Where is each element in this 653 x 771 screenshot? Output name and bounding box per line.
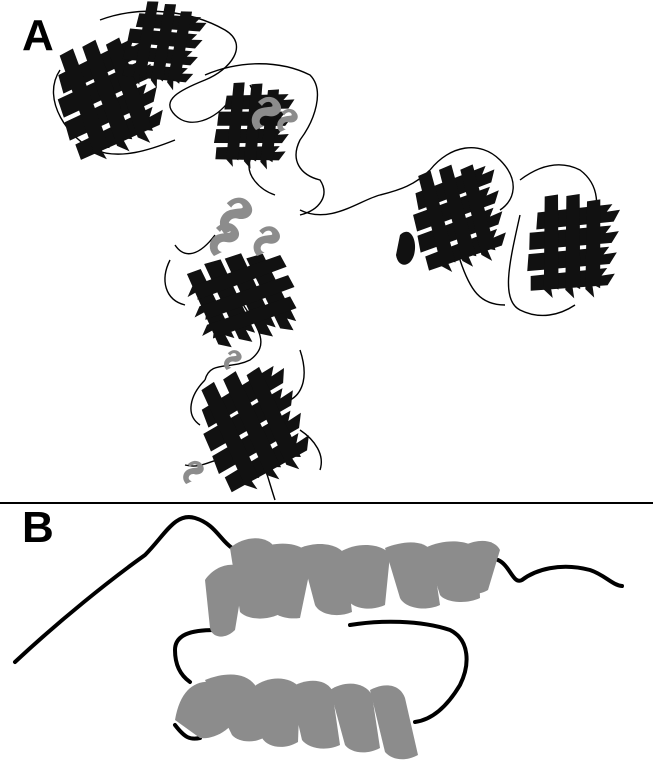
panel-b-helix-upper xyxy=(205,538,500,636)
panel-divider xyxy=(0,502,653,504)
panel-a-strands xyxy=(49,0,628,499)
panel-a-label: A xyxy=(22,14,54,58)
panel-a-blob xyxy=(396,232,415,265)
panel-b-helix-lower xyxy=(175,675,418,760)
panel-a-structure xyxy=(49,0,628,500)
panel-b-structure xyxy=(15,517,622,759)
panel-b-label: B xyxy=(22,506,54,550)
